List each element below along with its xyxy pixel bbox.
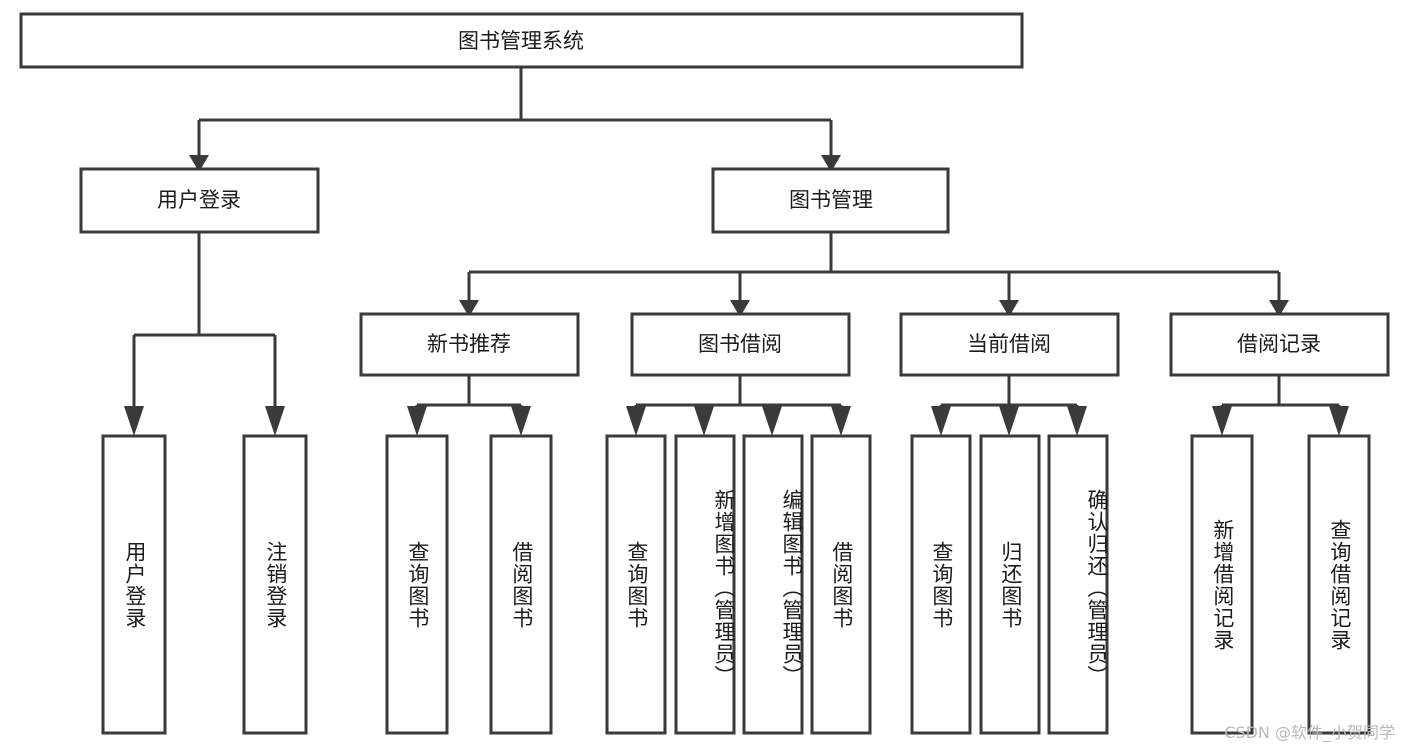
leaf-boxes [101,434,1371,735]
arrow-icon [999,300,1019,317]
node-new-book-recommend[interactable]: 新书推荐 [359,312,580,377]
node-root[interactable]: 图书管理系统 [19,12,1024,69]
arrow-icon [1269,300,1289,317]
arrow-heads [124,155,1349,436]
node-borrow-record[interactable]: 借阅记录 [1169,312,1390,377]
node-root-label: 图书管理系统 [458,29,584,53]
arrow-icon [265,406,285,436]
leaf-box-current-borrow-0 [910,434,972,735]
leaf-box-user-login-0 [101,434,167,735]
arrow-icon [821,155,841,172]
leaf-box-book-borrow-3 [810,434,872,735]
arrow-icon [831,406,851,436]
arrow-icon [1329,406,1349,436]
leaf-box-book-borrow-1 [674,434,736,735]
leaf-box-new-book-0 [385,434,449,735]
leaf-box-book-borrow-2 [742,434,804,735]
leaf-box-new-book-1 [489,434,553,735]
node-new-book-recommend-label: 新书推荐 [427,332,511,356]
watermark: CSDN @软件_小贺同学 [1224,723,1395,742]
arrow-icon [459,300,479,317]
arrow-icon [762,406,782,436]
leaf-box-borrow-record-1 [1307,434,1371,735]
node-borrow-record-label: 借阅记录 [1237,332,1321,356]
arrow-icon [730,300,750,317]
node-user-login[interactable]: 用户登录 [79,167,320,234]
node-current-borrow-label: 当前借阅 [967,332,1051,356]
node-book-management[interactable]: 图书管理 [711,167,950,234]
arrow-icon [999,406,1019,436]
arrow-icon [124,406,144,436]
node-user-login-label: 用户登录 [157,188,241,212]
leaf-box-current-borrow-2 [1047,434,1109,735]
leaf-box-borrow-record-0 [1190,434,1254,735]
arrow-icon [694,406,714,436]
node-book-management-label: 图书管理 [789,188,873,212]
arrow-icon [1067,406,1087,436]
arrow-icon [931,406,951,436]
arrow-icon [407,406,427,436]
node-book-borrow-label: 图书借阅 [698,332,782,356]
leaf-box-user-login-1 [242,434,308,735]
leaf-box-current-borrow-1 [979,434,1041,735]
arrow-icon [189,155,209,172]
node-current-borrow[interactable]: 当前借阅 [899,312,1120,377]
arrow-icon [1212,406,1232,436]
arrow-icon [626,406,646,436]
arrow-icon [511,406,531,436]
node-book-borrow[interactable]: 图书借阅 [630,312,851,377]
leaf-box-book-borrow-0 [605,434,667,735]
